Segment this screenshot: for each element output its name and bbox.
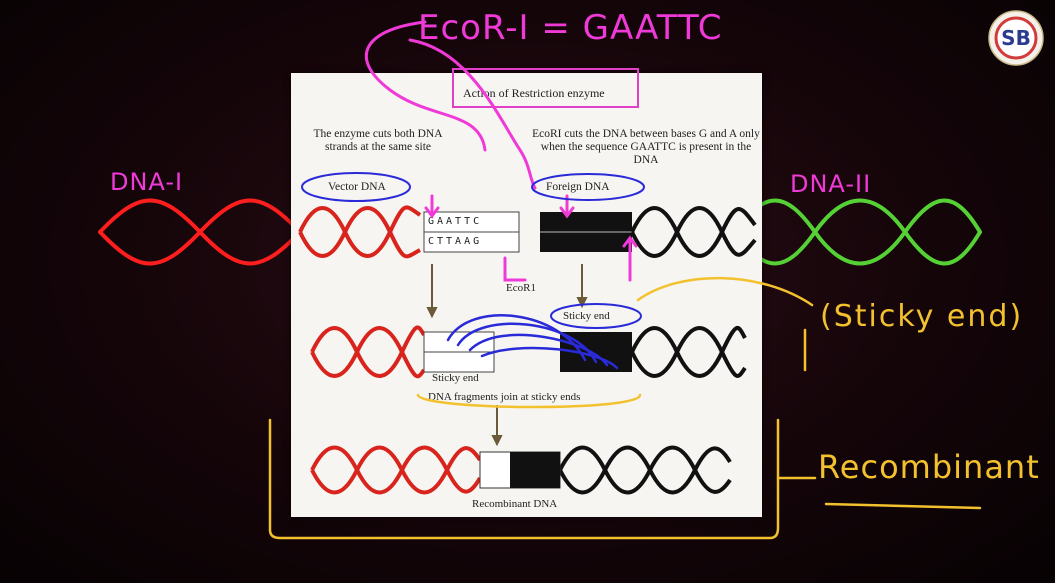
foreign-fragment-helix [630, 326, 747, 378]
blue-bond-arrows [446, 314, 619, 370]
join-label: DNA fragments join at sticky ends [428, 391, 581, 403]
yellow-annotation-lines [268, 276, 982, 540]
diagram-panel [291, 73, 762, 517]
recombinant-dna-helix [310, 445, 732, 495]
sticky-end-circle [550, 303, 642, 329]
enzyme-title-annotation: EcoR-I = GAATTC [418, 8, 723, 48]
sticky-end-label-left: Sticky end [432, 372, 479, 384]
title-highlight-box [452, 68, 639, 108]
pink-arrows [364, 20, 638, 282]
diagram-title: Action of Restriction enzyme [463, 86, 605, 100]
dna-ii-strand [733, 198, 982, 266]
dna-i-annotation: DNA-I [110, 168, 184, 196]
right-description: EcoRI cuts the DNA between bases G and A… [532, 128, 760, 166]
recombinant-annotation: Recombinant [818, 448, 1040, 486]
vector-label-circle [301, 172, 411, 202]
foreign-dna-helix [630, 206, 757, 258]
vector-dna-helix [298, 205, 422, 259]
sequence-top: GAATTC [428, 216, 483, 227]
left-description: The enzyme cuts both DNA strands at the … [313, 128, 443, 153]
sequence-bottom: CTTAAG [428, 236, 483, 247]
brand-logo-icon: SB [988, 10, 1044, 66]
foreign-dna-label: Foreign DNA [546, 181, 610, 193]
logo-text: SB [1001, 26, 1031, 50]
sticky-end-annotation: (Sticky end) [820, 299, 1024, 334]
dna-ii-annotation: DNA-II [790, 170, 872, 198]
enzyme-label: EcoR1 [506, 282, 536, 294]
recombinant-label: Recombinant DNA [472, 498, 558, 510]
vector-fragment-helix [310, 325, 426, 379]
foreign-label-circle [531, 173, 645, 201]
sticky-end-label-right: Sticky end [563, 310, 610, 322]
process-arrows [426, 264, 588, 447]
vector-dna-label: Vector DNA [328, 181, 386, 193]
